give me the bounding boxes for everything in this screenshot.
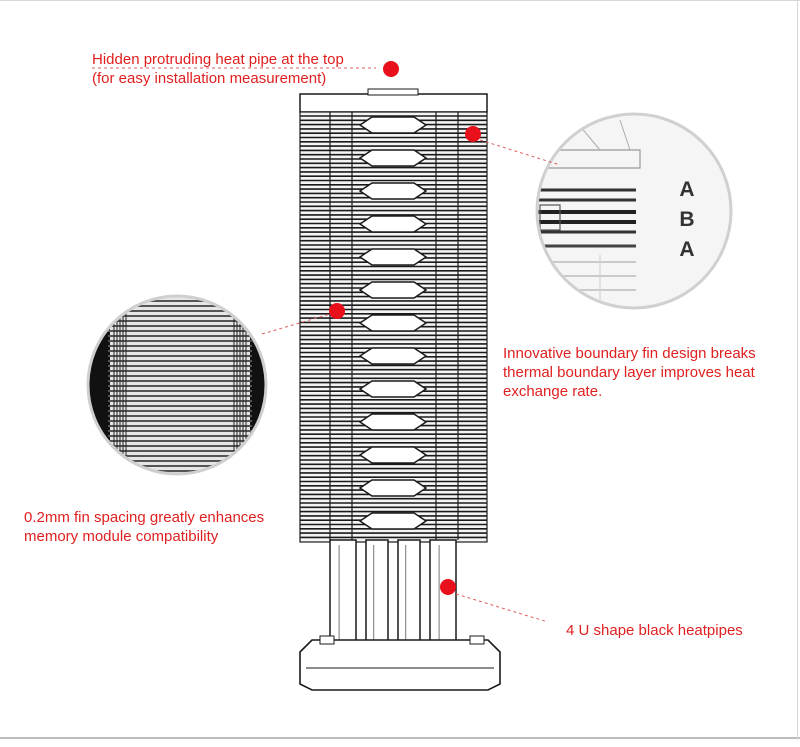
base-mount [319, 635, 335, 645]
callout-boundary-fin: Innovative boundary fin design breaks th… [503, 344, 756, 401]
callout-heatpipes: 4 U shape black heatpipes [566, 621, 743, 640]
fin-cutout [358, 413, 428, 431]
zoom-pipe-block [539, 204, 561, 231]
callout-boundary-fin-line1: Innovative boundary fin design breaks [503, 345, 756, 362]
leader-lines [92, 67, 561, 623]
frame-right-border [797, 0, 798, 740]
fin-cutout [358, 380, 428, 398]
fin-pattern-letter-3: A [679, 238, 695, 261]
marker-dot-top [383, 61, 399, 77]
top-cover [299, 93, 488, 113]
zoom-top-shape [548, 149, 641, 169]
callout-boundary-fin-line2: thermal boundary layer improves heat [503, 364, 755, 381]
fin-spacing-zoom-circle [86, 294, 268, 476]
fin-cutout [358, 347, 428, 365]
fin-cutout [358, 248, 428, 266]
zoom-top-shape [619, 119, 631, 151]
callout-top-heatpipe: Hidden protruding heat pipe at the top (… [92, 50, 344, 88]
marker-dot-heatpipes [440, 579, 456, 595]
fin-cutout [358, 314, 428, 332]
top-heatpipe-bump [367, 88, 419, 96]
boundary-fin-zoom-circle [535, 112, 733, 310]
zoom-edge-left [89, 297, 110, 473]
heatsink-fin-stack [299, 88, 488, 543]
fin-cutout [358, 116, 428, 134]
callout-top-heatpipe-line2: (for easy installation measurement) [92, 70, 327, 87]
fin-pattern-letter-1: A [679, 178, 695, 201]
base-mount [469, 635, 485, 645]
fin-cutout [358, 281, 428, 299]
heatpipes-and-base [299, 539, 501, 691]
frame-bottom-border [0, 737, 800, 739]
fin-cutout [358, 512, 428, 530]
marker-dot-spacing [329, 303, 345, 319]
leader-line-boundary [479, 139, 561, 166]
callout-boundary-fin-line3: exchange rate. [503, 383, 603, 400]
fin-cutout [358, 215, 428, 233]
cooler-base [299, 639, 501, 691]
callout-heatpipes-line1: 4 U shape black heatpipes [566, 622, 743, 639]
callout-top-heatpipe-line1: Hidden protruding heat pipe at the top [92, 51, 344, 68]
frame-top-border [0, 0, 800, 1]
fin-cutout [358, 182, 428, 200]
leader-line-heatpipes [455, 593, 549, 623]
fin-cutout [358, 149, 428, 167]
callout-fin-spacing: 0.2mm fin spacing greatly enhances memor… [24, 508, 264, 546]
fin-cutout [358, 446, 428, 464]
callout-fin-spacing-line2: memory module compatibility [24, 528, 219, 545]
callout-fin-spacing-line1: 0.2mm fin spacing greatly enhances [24, 509, 265, 526]
fin-cutout [358, 479, 428, 497]
marker-dot-boundary [465, 126, 481, 142]
marker-dots [329, 61, 481, 595]
fin-pattern-letter-2: B [679, 208, 695, 231]
